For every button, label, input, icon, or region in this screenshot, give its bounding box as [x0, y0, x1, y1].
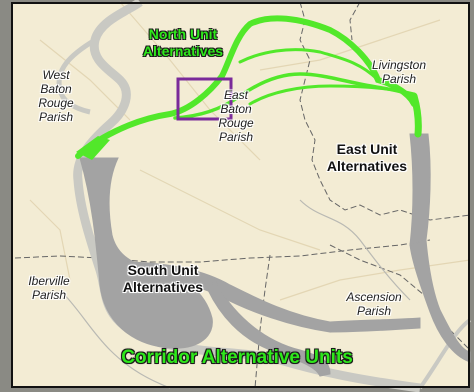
label-iberville-parish: Iberville Parish: [28, 274, 70, 302]
river-east: [418, 318, 472, 390]
label-east-baton-rouge-parish: East Baton Rouge Parish: [218, 88, 254, 144]
north-west-terminus: [76, 136, 110, 160]
label-livingston-parish: Livingston Parish: [371, 58, 427, 86]
minor-roads: [29, 1, 471, 301]
label-ascension-parish: Ascension Parish: [346, 290, 402, 318]
north-alternatives: [75, 15, 422, 159]
label-north-unit-alternatives: North Unit Alternatives: [142, 26, 224, 59]
map-title: Corridor Alternative Units: [121, 347, 353, 368]
south-east-alternatives: [79, 133, 471, 377]
highlight-box: [176, 77, 233, 121]
river: [73, 0, 421, 392]
bayous: [59, 199, 411, 389]
label-west-baton-rouge-parish: West Baton Rouge Parish: [38, 68, 74, 124]
label-south-unit-alternatives: South Unit Alternatives: [122, 262, 204, 295]
river-bend: [56, 37, 97, 115]
label-east-unit-alternatives: East Unit Alternatives: [326, 141, 408, 174]
